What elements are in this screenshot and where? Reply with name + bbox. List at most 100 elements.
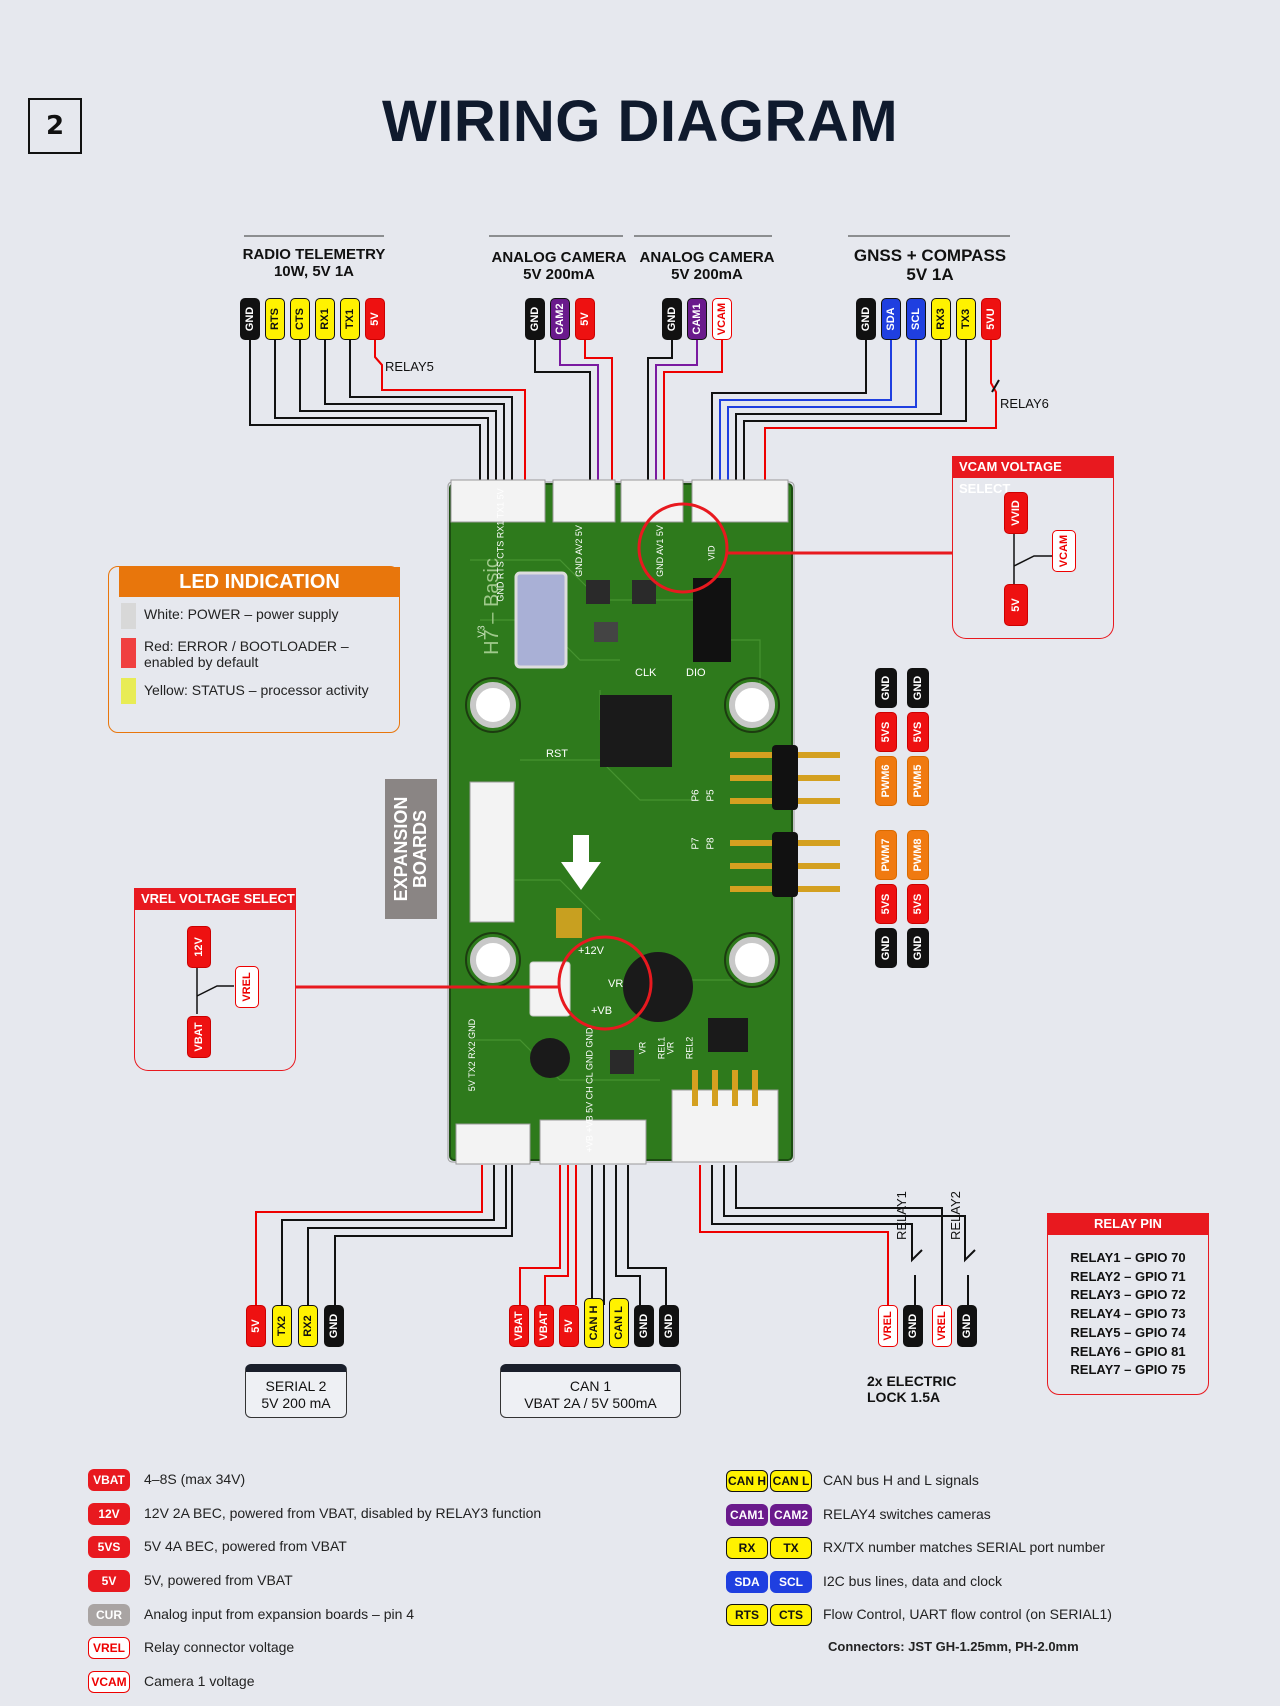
legend-text-flow: Flow Control, UART flow control (on SERI…	[823, 1606, 1112, 1622]
vcam-select-pin-vvid: VVID	[1004, 492, 1028, 534]
legend-tag-rts: RTS	[726, 1604, 768, 1626]
pin-label: 5VS	[912, 893, 924, 915]
page-title: WIRING DIAGRAM	[381, 89, 899, 154]
pwm-col1-5vs-top: 5VS	[875, 712, 897, 752]
legend-text-cam: RELAY4 switches cameras	[823, 1506, 991, 1522]
pin-label: VREL	[936, 1311, 948, 1341]
led-red-text: Red: ERROR / BOOTLOADER – enabled by def…	[144, 638, 349, 670]
serial2-caption-line1: SERIAL 2	[265, 1378, 327, 1394]
legend-tag-vcam: VCAM	[88, 1671, 130, 1693]
gnss-compass-header: GNSS + COMPASS 5V 1A	[840, 246, 1020, 284]
legend-text-cur: Analog input from expansion boards – pin…	[144, 1606, 415, 1622]
relay2-label: RELAY2	[948, 1191, 963, 1240]
board-silk-vr2: VR	[665, 1041, 676, 1055]
gnss-pin-sda: SDA	[881, 298, 901, 340]
page-number: 2	[28, 98, 82, 154]
pin-label: GND	[244, 306, 256, 332]
pin-label: VBAT	[538, 1311, 550, 1341]
legend-text-5vs: 5V 4A BEC, powered from VBAT	[144, 1538, 347, 1554]
board-silk-cam2: GND AV2 5V	[573, 525, 584, 577]
expansion-line1: EXPANSION	[391, 796, 411, 902]
gnss-pin-gnd: GND	[856, 298, 876, 340]
cam1-header-line2: 5V 200mA	[671, 266, 743, 283]
board-silk-p6: P6	[690, 789, 702, 802]
relay-pin-title: RELAY PIN	[1048, 1213, 1208, 1235]
board-silk-p5: P5	[705, 789, 717, 802]
pin-label: TX2	[276, 1315, 288, 1337]
radio-pin-5v: 5V	[365, 298, 385, 340]
board-clk: CLK	[635, 667, 657, 679]
pwm-col1-pwm6: PWM6	[875, 756, 897, 806]
relay-pin-row: RELAY5 – GPIO 74	[1070, 1324, 1186, 1340]
pin-label: SDA	[885, 307, 897, 331]
board-silk-radio: GND RTS CTS RX1 TX1 5V	[495, 488, 506, 602]
cam2-pin-5v: 5V	[575, 298, 595, 340]
radio-header-line2: 10W, 5V 1A	[273, 263, 355, 280]
led-red-swatch	[121, 638, 136, 668]
legend-text-5v: 5V, powered from VBAT	[144, 1572, 293, 1588]
can1-pin-vbat-2: VBAT	[534, 1305, 554, 1347]
vcam-voltage-select: VCAM VOLTAGE SELECT VVID VCAM 5V	[952, 456, 1114, 639]
relay1-label: RELAY1	[894, 1191, 909, 1240]
relay1-pin-vrel: VREL	[878, 1305, 898, 1347]
legend-tag-vbat: VBAT	[88, 1469, 130, 1491]
cam2-pin-cam2: CAM2	[550, 298, 570, 340]
pwm-col2-5vs-top: 5VS	[907, 712, 929, 752]
legend-text-vrel: Relay connector voltage	[144, 1639, 295, 1655]
pin-label: GND	[907, 1313, 919, 1339]
radio-pin-gnd: GND	[240, 298, 260, 340]
pin-label: CTS	[294, 308, 306, 330]
legend-text-rxtx: RX/TX number matches SERIAL port number	[823, 1539, 1105, 1555]
led-yellow-text: Yellow: STATUS – processor activity	[144, 682, 369, 698]
can1-caption: CAN 1 VBAT 2A / 5V 500mA	[500, 1364, 681, 1418]
can1-pin-vbat-1: VBAT	[509, 1305, 529, 1347]
board-silk-p7: P7	[690, 837, 702, 850]
serial2-caption: SERIAL 2 5V 200 mA	[245, 1364, 347, 1418]
pwm-col1-5vs-bottom: 5VS	[875, 884, 897, 924]
legend-tag-cur: CUR	[88, 1604, 130, 1626]
analog-camera-1-header: ANALOG CAMERA 5V 200mA	[632, 249, 782, 283]
lock-caption-line2: LOCK 1.5A	[867, 1389, 941, 1405]
cam1-pin-gnd: GND	[662, 298, 682, 340]
cam1-pin-cam1: CAM1	[687, 298, 707, 340]
led-indication-panel: LED INDICATION White: POWER – power supp…	[108, 566, 400, 733]
board-silk-serial2: 5V TX2 RX2 GND	[467, 1018, 478, 1092]
legend-tag-rx: RX	[726, 1537, 768, 1559]
relay-pin-row: RELAY2 – GPIO 71	[1070, 1268, 1186, 1284]
pwm-col1-gnd-top: GND	[875, 668, 897, 708]
serial2-pin-gnd: GND	[324, 1305, 344, 1347]
can1-pin-5v: 5V	[559, 1305, 579, 1347]
analog-camera-2-header: ANALOG CAMERA 5V 200mA	[484, 249, 634, 283]
pin-label: 5V	[579, 312, 591, 326]
board-version: V3	[476, 625, 488, 638]
pin-label: GND	[880, 675, 892, 701]
legend-text-12v: 12V 2A BEC, powered from VBAT, disabled …	[144, 1505, 542, 1521]
serial2-pin-rx2: RX2	[298, 1305, 318, 1347]
pin-label: GND	[666, 306, 678, 332]
pin-label: RX2	[302, 1315, 314, 1337]
relay2-pin-vrel: VREL	[932, 1305, 952, 1347]
board-silk-vr1: VR	[637, 1041, 648, 1055]
relay2-pin-gnd: GND	[957, 1305, 977, 1347]
pwm-col1-gnd-bottom: GND	[875, 928, 897, 968]
pin-label: 5V	[250, 1319, 262, 1333]
board-vr: VR	[608, 978, 624, 990]
pin-label: GND	[912, 675, 924, 701]
pwm-col1-pwm7: PWM7	[875, 830, 897, 880]
radio-pin-cts: CTS	[290, 298, 310, 340]
pin-label: 5V	[563, 1319, 575, 1333]
gnss-pin-scl: SCL	[906, 298, 926, 340]
expansion-boards-label: EXPANSION BOARDS	[385, 779, 437, 919]
relay5-label: RELAY5	[385, 359, 434, 374]
pin-label: 5VS	[912, 721, 924, 743]
board-vb: +VB	[591, 1005, 613, 1017]
connectors-note: Connectors: JST GH-1.25mm, PH-2.0mm	[828, 1639, 1079, 1654]
gnss-pin-tx3: TX3	[956, 298, 976, 340]
cam1-header-line1: ANALOG CAMERA	[639, 249, 775, 266]
relay-pin-row: RELAY1 – GPIO 70	[1070, 1250, 1186, 1265]
radio-pin-tx1: TX1	[340, 298, 360, 340]
pin-label: VVID	[1010, 500, 1022, 526]
pin-label: VREL	[241, 972, 253, 1002]
pwm-col2-gnd-top: GND	[907, 668, 929, 708]
pin-label: GND	[961, 1313, 973, 1339]
